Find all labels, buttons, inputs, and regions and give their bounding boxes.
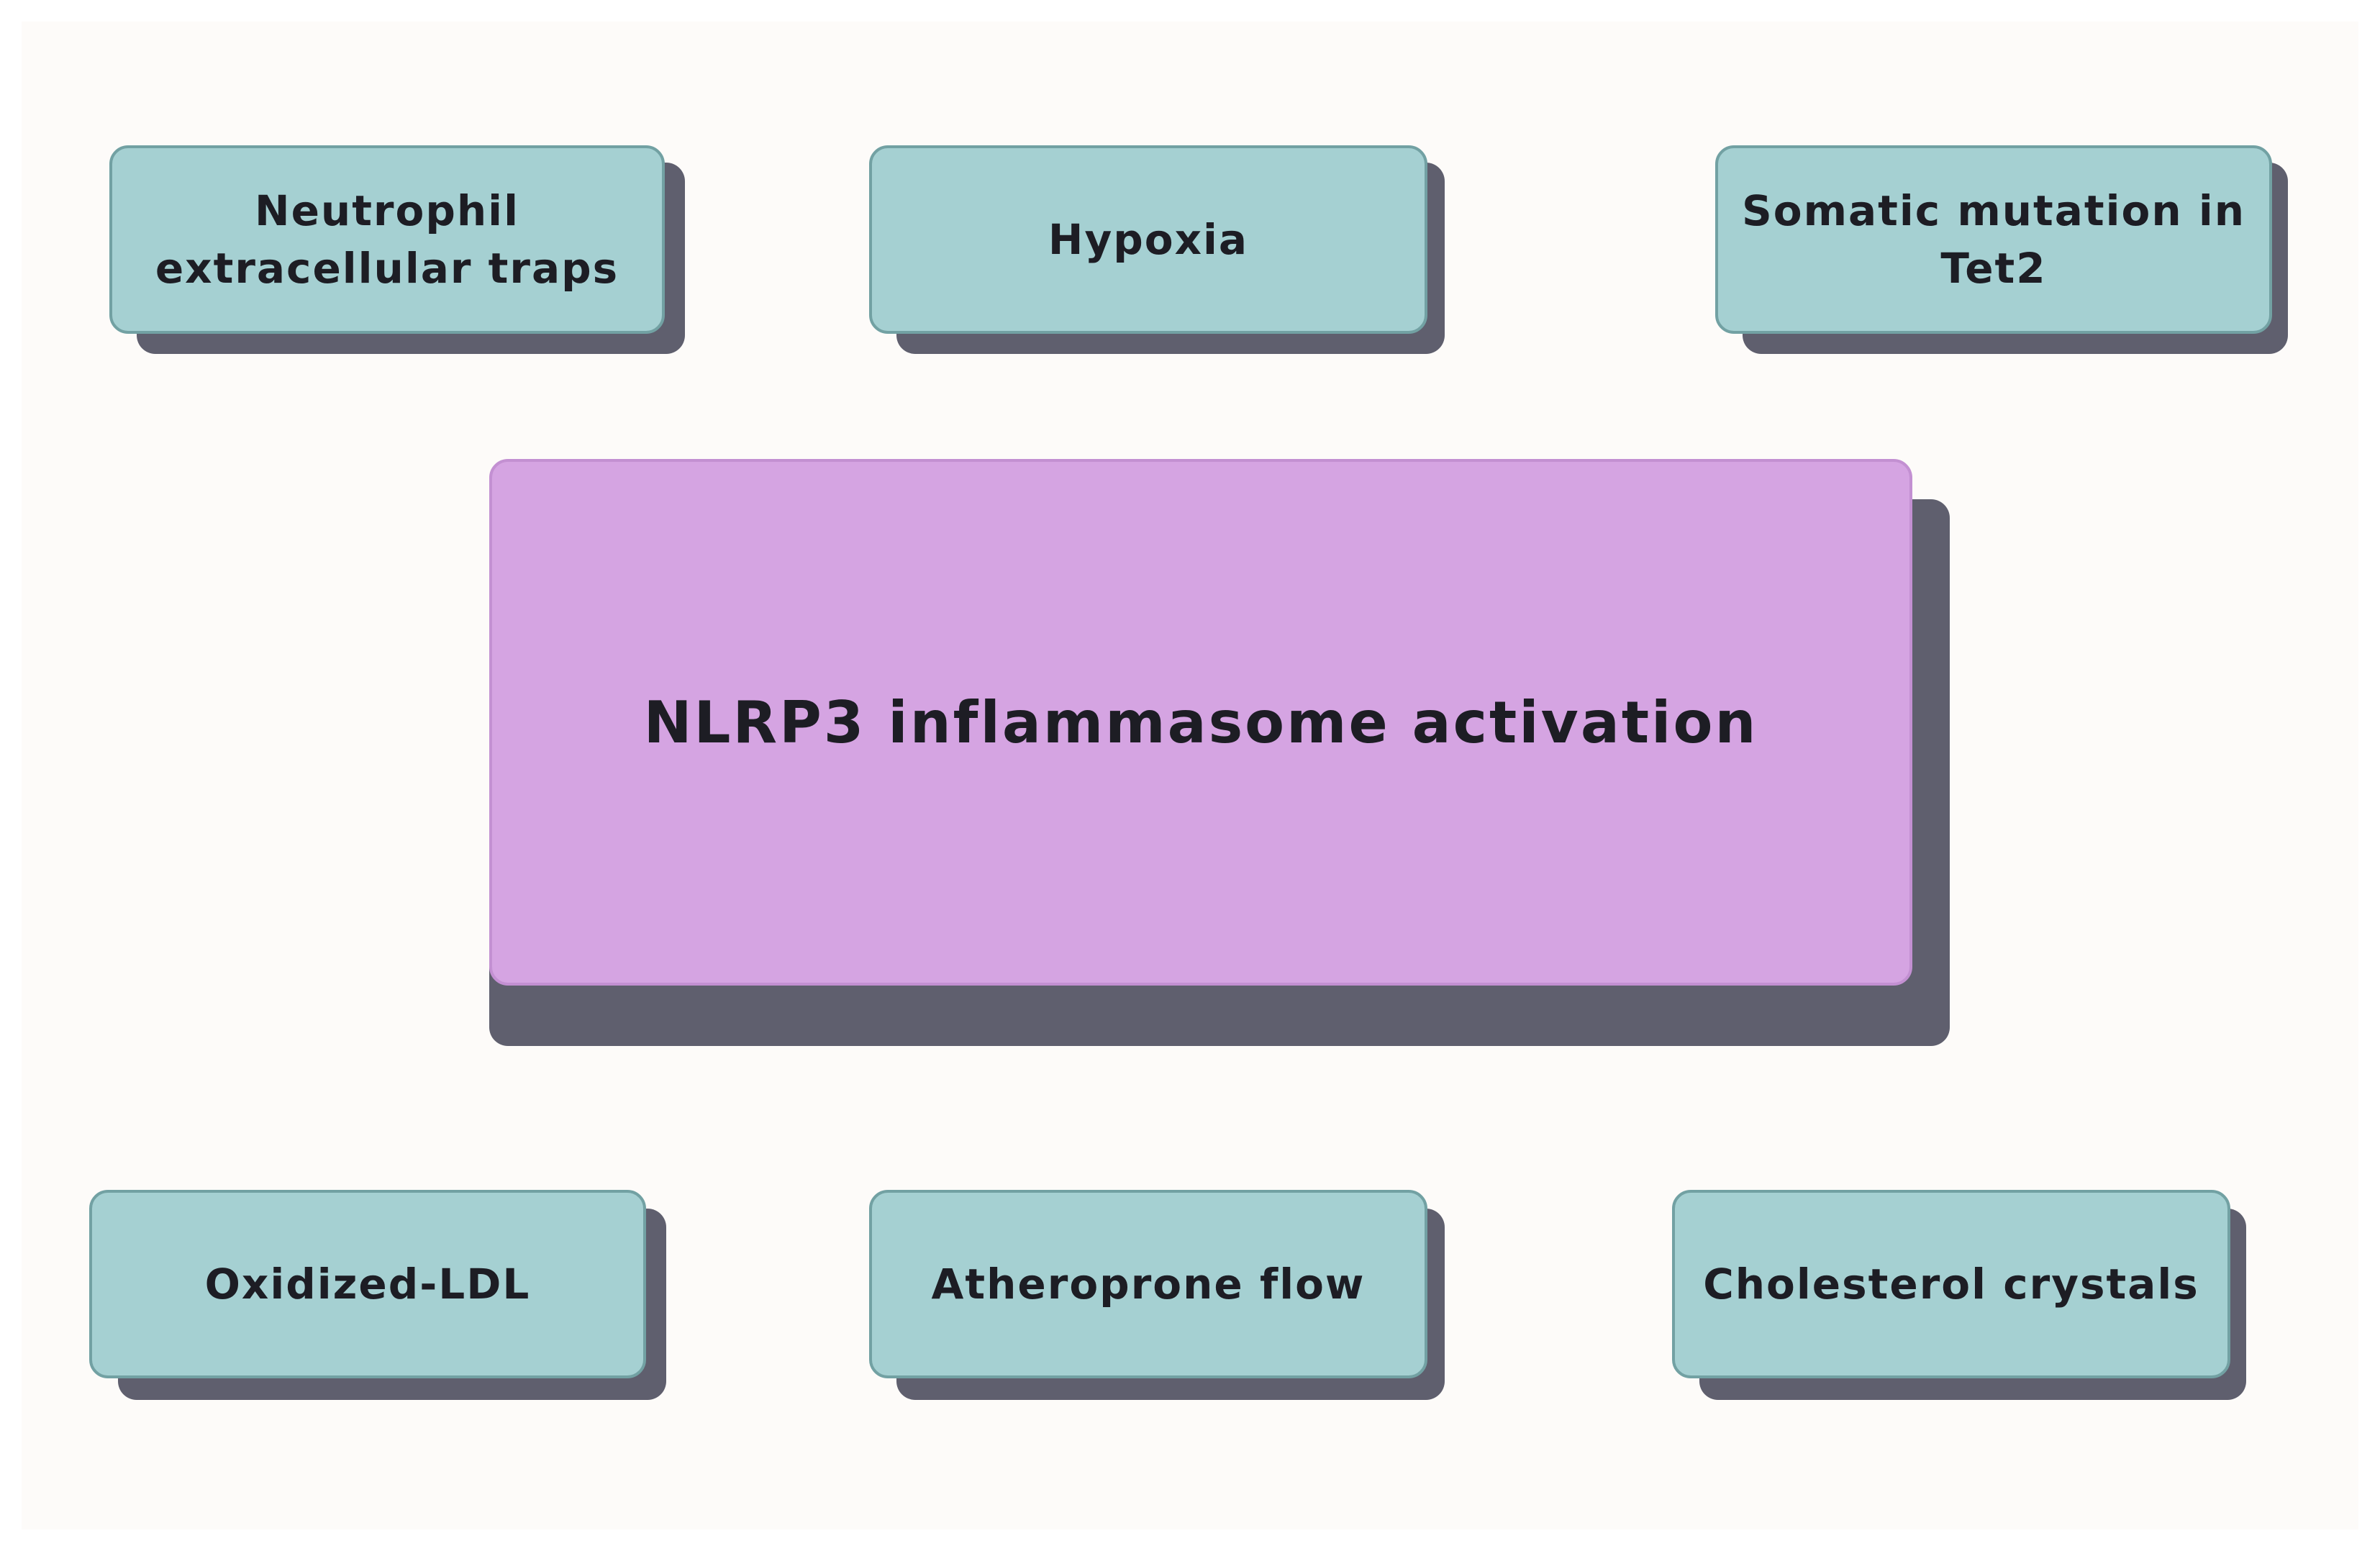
factor-label: Oxidized-LDL xyxy=(89,1190,646,1378)
factor-neutrophil-extracellular-traps: Neutrophil extracellular traps xyxy=(109,145,685,354)
factor-label: Neutrophil extracellular traps xyxy=(109,145,665,334)
factor-label: Cholesterol crystals xyxy=(1672,1190,2230,1378)
factor-label: Somatic mutation in Tet2 xyxy=(1715,145,2272,334)
center-label: NLRP3 inflammasome activation xyxy=(489,459,1912,986)
factor-oxidized-ldl: Oxidized-LDL xyxy=(89,1190,666,1400)
factor-hypoxia: Hypoxia xyxy=(869,145,1445,354)
factor-cholesterol-crystals: Cholesterol crystals xyxy=(1672,1190,2246,1400)
factor-label: Atheroprone flow xyxy=(869,1190,1427,1378)
factor-atheroprone-flow: Atheroprone flow xyxy=(869,1190,1445,1400)
nlrp3-inflammasome-activation-box: NLRP3 inflammasome activation xyxy=(489,459,1950,1046)
factor-somatic-mutation-tet2: Somatic mutation in Tet2 xyxy=(1715,145,2288,354)
factor-label: Hypoxia xyxy=(869,145,1427,334)
